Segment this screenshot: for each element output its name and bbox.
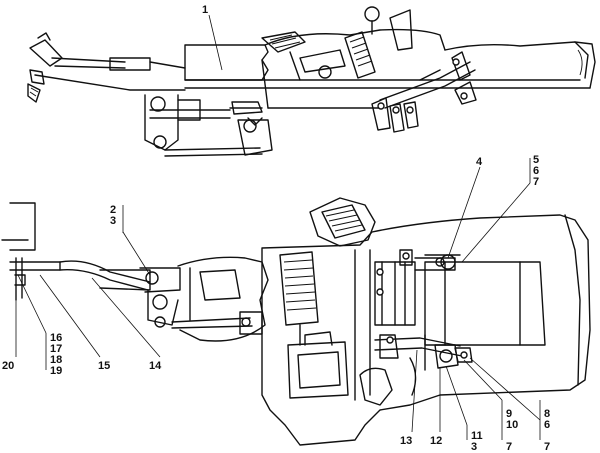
callout-18: 18	[50, 354, 62, 366]
callout-3: 3	[110, 215, 116, 227]
callout-13: 13	[400, 435, 412, 447]
callout-4: 4	[476, 156, 483, 168]
callout-9: 9	[506, 408, 512, 420]
callout-15: 15	[98, 360, 110, 372]
callout-6: 6	[533, 165, 539, 177]
callout-7c: 7	[544, 441, 550, 453]
callout-20: 20	[2, 360, 14, 372]
side-view-linkage	[27, 6, 596, 157]
callout-14: 14	[149, 360, 162, 372]
callout-1: 1	[202, 4, 208, 16]
callout-6b: 6	[544, 419, 550, 431]
callout-7b: 7	[506, 441, 512, 453]
callout-2: 2	[110, 204, 116, 216]
callout-labels: 1 2 3 4 5 6 7 16 17 18 19 20 15 14 13 12…	[2, 4, 550, 453]
callout-17: 17	[50, 343, 62, 355]
callout-10: 10	[506, 419, 518, 431]
right-pedal-view	[261, 197, 591, 446]
callout-7: 7	[533, 176, 539, 188]
callout-19: 19	[50, 365, 62, 377]
callout-8: 8	[544, 408, 550, 420]
callout-11: 11	[471, 430, 483, 442]
leader-lines	[15, 14, 541, 440]
callout-5: 5	[533, 154, 539, 166]
callout-16: 16	[50, 332, 62, 344]
callout-12: 12	[430, 435, 442, 447]
callout-3b: 3	[471, 441, 477, 453]
left-linkage-view	[1, 202, 269, 342]
